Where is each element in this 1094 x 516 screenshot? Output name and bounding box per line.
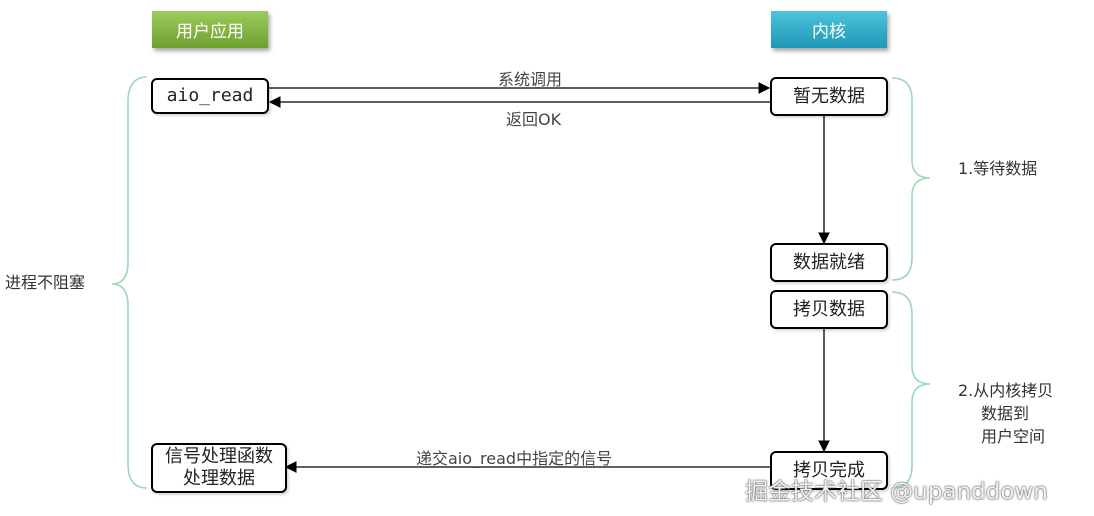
phase2-label-line2: 数据到: [981, 404, 1030, 423]
syscall-label: 系统调用: [498, 70, 563, 89]
phase1-label: 1.等待数据: [958, 159, 1038, 178]
phase2-label-line3: 用户空间: [981, 427, 1046, 446]
aio-read-label: aio_read: [166, 85, 254, 106]
phase1-brace: [891, 77, 931, 281]
kernel-header: 内核: [771, 11, 887, 48]
deliver-signal-label: 递交aio_read中指定的信号: [416, 449, 613, 468]
phase2-brace: [891, 291, 931, 489]
copy-data-box: 拷贝数据: [770, 290, 888, 329]
left-brace: [111, 76, 148, 489]
no-data-box: 暂无数据: [770, 77, 888, 116]
copy-done-label: 拷贝完成: [793, 459, 865, 481]
data-ready-box: 数据就绪: [770, 243, 888, 282]
data-ready-label: 数据就绪: [793, 251, 865, 273]
copy-data-label: 拷贝数据: [793, 298, 865, 320]
phase2-label-line1: 2.从内核拷贝: [958, 381, 1054, 400]
process-not-blocked-label: 进程不阻塞: [5, 273, 86, 292]
signal-handler-line2: 处理数据: [183, 468, 255, 489]
copy-done-box: 拷贝完成: [770, 451, 888, 490]
watermark: 掘金技术社区 @upanddown: [745, 479, 1048, 505]
no-data-label: 暂无数据: [793, 85, 865, 107]
return-ok-label: 返回OK: [506, 110, 562, 129]
aio-read-box: aio_read: [151, 78, 269, 114]
signal-handler-box: 信号处理函数 处理数据: [151, 443, 287, 493]
user-app-header: 用户应用: [152, 11, 268, 48]
signal-handler-line1: 信号处理函数: [165, 446, 273, 467]
